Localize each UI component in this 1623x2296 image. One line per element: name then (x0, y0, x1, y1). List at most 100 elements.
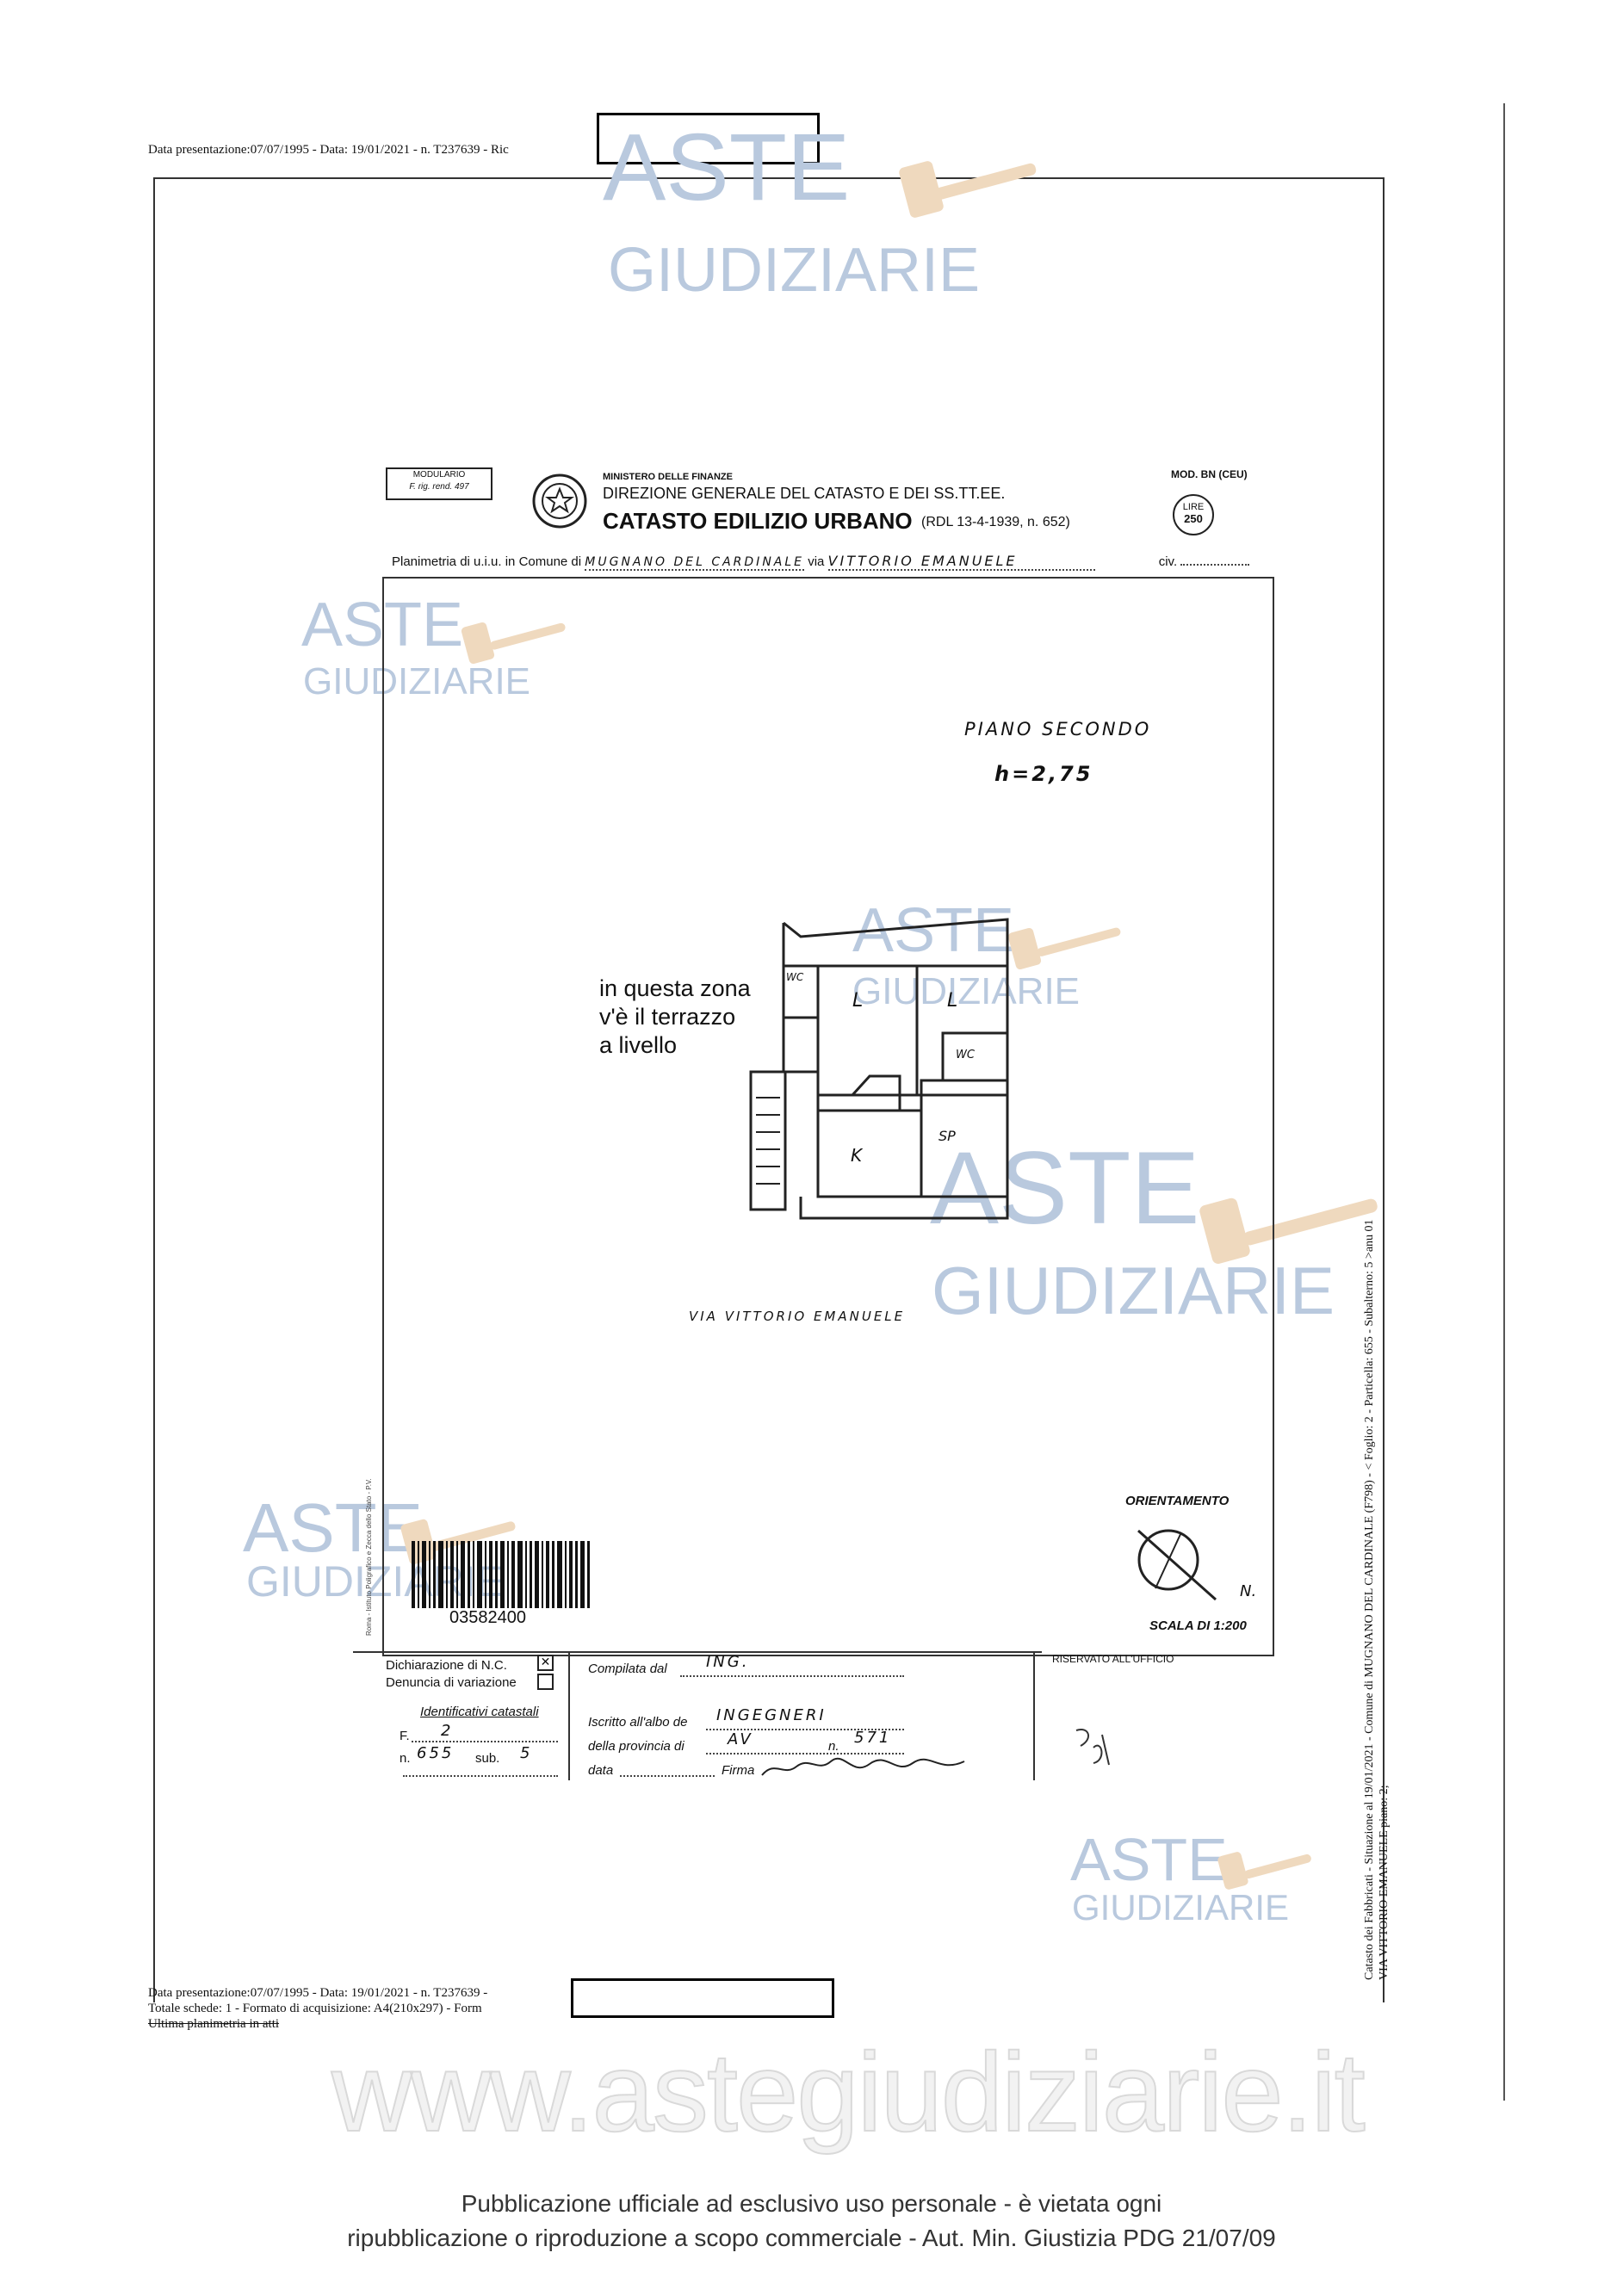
page-edge-line (1503, 103, 1505, 2101)
data-dotline (620, 1775, 715, 1777)
n-value: 655 (417, 1744, 455, 1762)
header-meta: Data presentazione:07/07/1995 - Data: 19… (148, 143, 509, 157)
room-wc1-label: WC (786, 971, 804, 983)
room-wc2-label: WC (956, 1049, 975, 1061)
gavel-icon (461, 622, 566, 665)
barcode-number: 03582400 (449, 1608, 526, 1627)
gavel-icon (1007, 927, 1121, 970)
side-text-line1: Catasto dei Fabbricati - Situazione al 1… (1363, 1219, 1376, 1980)
modulario-box: MODULARIO F. rig. rend. 497 (386, 467, 492, 500)
watermark-giudiziarie-6: GIUDIZIARIE (1072, 1887, 1290, 1928)
data-label: data (588, 1763, 614, 1778)
id-dotline (403, 1775, 558, 1777)
watermark-giudiziarie-4: GIUDIZIARIE (932, 1253, 1335, 1328)
piano-label: PIANO SECONDO (964, 719, 1152, 740)
side-cadastral-text: Catasto dei Fabbricati - Situazione al 1… (1362, 947, 1391, 1980)
rdl-label: (RDL 13-4-1939, n. 652) (921, 515, 1070, 529)
frame-top-line (153, 177, 1385, 179)
footer-meta: Data presentazione:07/07/1995 - Data: 19… (148, 1985, 487, 2032)
iscritto-label: Iscritto all'albo de (588, 1715, 688, 1730)
lire-label: LIRE (1182, 502, 1205, 512)
barcode-icon (412, 1541, 590, 1608)
lire-stamp: LIRE 250 (1173, 494, 1214, 535)
via-label: via (808, 554, 825, 569)
firma-label: Firma (722, 1763, 755, 1778)
north-label: N. (1240, 1582, 1257, 1600)
watermark-aste-6: ASTE (1070, 1826, 1228, 1893)
frame-right-line (1383, 177, 1385, 2002)
ministry-label: MINISTERO DELLE FINANZE (603, 472, 733, 482)
via-value: VITTORIO EMANUELE (827, 553, 1095, 571)
catasto-title: CATASTO EDILIZIO URBANO (603, 508, 913, 534)
room-k-label: K (851, 1145, 865, 1166)
n-label: n. (400, 1751, 411, 1766)
form-divider-2 (1033, 1651, 1035, 1780)
watermark-aste-5: ASTE (243, 1489, 423, 1566)
watermark-aste-1: ASTE (603, 114, 851, 220)
terrace-note: in questa zona v'è il terrazzo a livello (599, 975, 751, 1060)
planimetria-line: Planimetria di u.i.u. in Comune di MUGNA… (392, 553, 1250, 571)
f-dotline (412, 1741, 558, 1742)
compilata-dotline (680, 1675, 904, 1677)
modulario-sub: F. rig. rend. 497 (409, 482, 469, 492)
planimetria-label: Planimetria di u.i.u. in Comune di (392, 554, 582, 569)
watermark-giudiziarie-2: GIUDIZIARIE (303, 660, 531, 702)
room-sp-label: SP (938, 1128, 956, 1144)
direzione-label: DIREZIONE GENERALE DEL CATASTO E DEI SS.… (603, 485, 1006, 502)
republic-emblem-icon (532, 473, 587, 529)
signature-icon (761, 1757, 965, 1776)
dichiarazione-label: Dichiarazione di N.C. (386, 1658, 507, 1673)
compilata-label: Compilata dal (588, 1662, 667, 1676)
mod-label: MOD. BN (CEU) (1171, 468, 1248, 480)
office-scribble-icon (1075, 1729, 1110, 1766)
sub-value: 5 (520, 1744, 533, 1762)
floor-plan-drawing (749, 918, 1009, 1220)
footer-meta-line3: Ultima planimetria in atti (148, 2017, 280, 2031)
publication-line2: ripubblicazione o riproduzione a scopo c… (347, 2225, 1276, 2251)
room-l1-label: L (852, 990, 866, 1012)
plan-frame (382, 577, 1274, 1656)
publication-notice: Pubblicazione ufficiale ad esclusivo uso… (0, 2187, 1623, 2256)
form-divider-1 (568, 1651, 570, 1780)
terrace-note-line1: in questa zona (599, 975, 751, 1001)
iscritto-value: INGEGNERI (716, 1706, 827, 1724)
sub-label: sub. (475, 1751, 500, 1766)
identificativi-label: Identificativi catastali (420, 1705, 539, 1719)
provincia-dotline (706, 1753, 904, 1754)
n2-label: n. (828, 1739, 839, 1754)
north-arrow-icon (1137, 1529, 1217, 1601)
gavel-icon (1217, 1852, 1311, 1890)
gavel-icon (899, 161, 1037, 218)
orientamento-label: ORIENTAMENTO (1125, 1494, 1230, 1508)
frame-left-line (153, 177, 155, 2002)
n2-value: 571 (854, 1729, 892, 1747)
lire-value: 250 (1184, 512, 1203, 525)
redaction-box-bottom (571, 1978, 834, 2018)
site-watermark: www.astegiudiziarie.it (331, 2028, 1366, 2156)
room-l2-label: L (947, 990, 961, 1012)
footer-meta-line1: Data presentazione:07/07/1995 - Data: 19… (148, 1986, 488, 2000)
redaction-box-top (597, 113, 820, 164)
watermark-aste-4: ASTE (930, 1130, 1200, 1246)
dichiarazione-checkbox[interactable]: ✕ (537, 1655, 554, 1671)
terrace-note-line3: a livello (599, 1032, 678, 1058)
provincia-value: AV (728, 1730, 753, 1748)
civ-value (1180, 564, 1250, 566)
civ-label: civ. (1158, 554, 1178, 569)
form-top-line (353, 1651, 1042, 1653)
iscritto-dotline (706, 1729, 904, 1730)
denuncia-checkbox[interactable] (537, 1674, 554, 1690)
publication-line1: Pubblicazione ufficiale ad esclusivo uso… (461, 2190, 1162, 2217)
watermark-giudiziarie-1: GIUDIZIARIE (608, 236, 981, 305)
footer-meta-line2: Totale schede: 1 - Formato di acquisizio… (148, 2002, 482, 2015)
provincia-label: della provincia di (588, 1739, 685, 1754)
street-label: VIA VITTORIO EMANUELE (689, 1309, 906, 1324)
side-text-line2: VIA VITTORIO EMANUELE piano: 2; (1378, 1785, 1391, 1980)
watermark-giudiziarie-3: GIUDIZIARIE (852, 970, 1081, 1012)
f-label: F. (400, 1729, 410, 1743)
altezza-label: h=2,75 (994, 762, 1093, 786)
gavel-icon (1199, 1198, 1378, 1264)
f-value: 2 (441, 1722, 454, 1740)
compilata-value: ING. (706, 1653, 750, 1671)
comune-value: MUGNANO DEL CARDINALE (585, 555, 805, 571)
